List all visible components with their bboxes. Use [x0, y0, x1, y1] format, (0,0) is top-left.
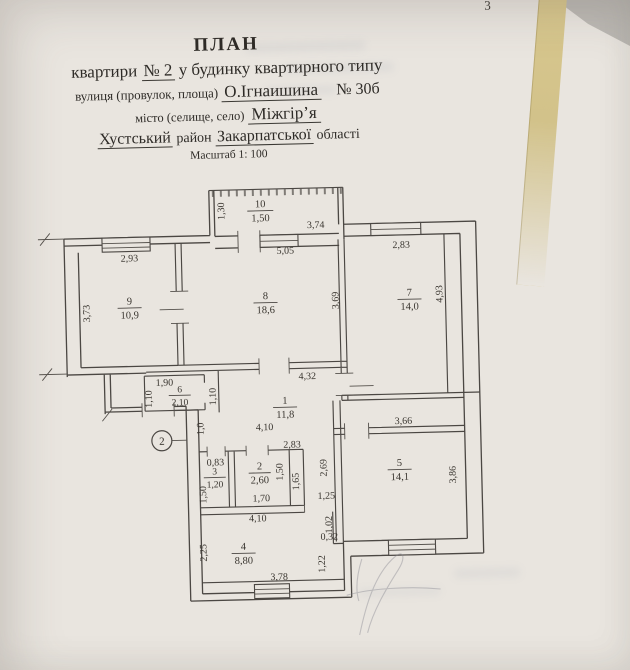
dim-wc-block-width: 2,83	[283, 439, 301, 450]
svg-text:9: 9	[127, 296, 133, 307]
svg-text:4: 4	[241, 542, 247, 553]
balcony-parapet-hatch	[211, 187, 343, 197]
svg-text:2,10: 2,10	[172, 398, 189, 408]
dim-bath-width: 1,70	[252, 493, 270, 504]
dim-balcony-width: 3,74	[307, 220, 325, 231]
dim-room6-width: 1,90	[156, 377, 174, 388]
entrance-marker-label: 2	[159, 436, 165, 448]
dim-kitchen-width: 4,10	[249, 513, 267, 524]
room-label: 6 2,10	[168, 385, 191, 409]
svg-text:14,0: 14,0	[400, 301, 419, 312]
dim-niche-height: 1,10	[208, 388, 219, 406]
balcony-parapet	[208, 186, 343, 192]
svg-text:7: 7	[407, 288, 413, 299]
dim-room7-height: 4,93	[434, 285, 445, 303]
svg-text:2,60: 2,60	[251, 475, 270, 486]
svg-text:8: 8	[263, 291, 269, 302]
room-label: 7 14,0	[397, 288, 422, 313]
svg-text:11,8: 11,8	[276, 410, 294, 421]
room-area: 1,50	[251, 213, 270, 224]
dim-room5-height: 3,86	[448, 466, 459, 484]
svg-text:1,20: 1,20	[207, 480, 224, 490]
dim-room9-height: 3,73	[82, 305, 93, 323]
window	[370, 221, 422, 237]
room-number: 10	[255, 199, 266, 210]
dim-room6-height: 1,10	[144, 390, 155, 408]
dim-kitchen-height: 2,25	[198, 544, 209, 562]
dim-hall-width: 4,32	[298, 371, 316, 382]
dim-room5-width: 3,66	[395, 416, 413, 427]
dim-hall-entry: 1,0	[195, 422, 206, 435]
dim-room8-height: 3,69	[330, 292, 341, 310]
svg-text:10,9: 10,9	[120, 310, 139, 321]
dim-kitchen-width2: 3,78	[270, 572, 288, 583]
dim-wc-width: 0,83	[207, 457, 225, 468]
dim-room8-width: 5,05	[276, 245, 294, 256]
entrance-marker-circle	[151, 430, 173, 452]
dim-bath-height: 1,50	[274, 463, 285, 481]
dim-room9-width: 2,93	[121, 253, 139, 264]
dim-hall-width2: 4,10	[256, 422, 274, 433]
dim-wc-height: 1,50	[198, 486, 209, 504]
room-label: 2 2,60	[248, 461, 271, 487]
svg-text:3: 3	[212, 467, 217, 477]
room-label: 5 14,1	[387, 458, 412, 483]
room-label: 1 11,8	[273, 396, 298, 421]
svg-text:6: 6	[177, 385, 182, 395]
dim-jog-c: 1,22	[317, 555, 328, 573]
svg-text:14,1: 14,1	[391, 472, 410, 483]
room-label-balcony: 10 1,50	[247, 199, 274, 225]
window	[101, 236, 151, 253]
svg-text:2: 2	[257, 461, 263, 472]
room-label: 8 18,6	[253, 291, 278, 316]
signature	[346, 553, 441, 636]
svg-text:8,80: 8,80	[235, 556, 254, 567]
dimension-ticks	[37, 230, 374, 513]
window	[259, 233, 299, 248]
dim-balcony-height: 1,30	[216, 202, 227, 220]
dim-room7-width: 2,83	[392, 240, 410, 251]
room-label: 3 1,20	[203, 467, 226, 491]
dim-jog-b: 0,32	[320, 532, 338, 543]
svg-text:1: 1	[282, 396, 288, 407]
room-label: 9 10,9	[117, 296, 142, 322]
dim-jog-a: 1,02	[324, 516, 335, 534]
dim-passage-height: 2,69	[318, 459, 329, 477]
svg-text:5: 5	[397, 458, 403, 469]
svg-text:18,6: 18,6	[256, 305, 275, 316]
walls-interior	[143, 233, 480, 584]
dim-passage-width: 1,25	[317, 491, 335, 502]
room-label: 4 8,80	[231, 542, 256, 567]
window	[387, 538, 437, 556]
window	[253, 583, 291, 600]
dim-duct-height: 1,65	[291, 473, 302, 491]
